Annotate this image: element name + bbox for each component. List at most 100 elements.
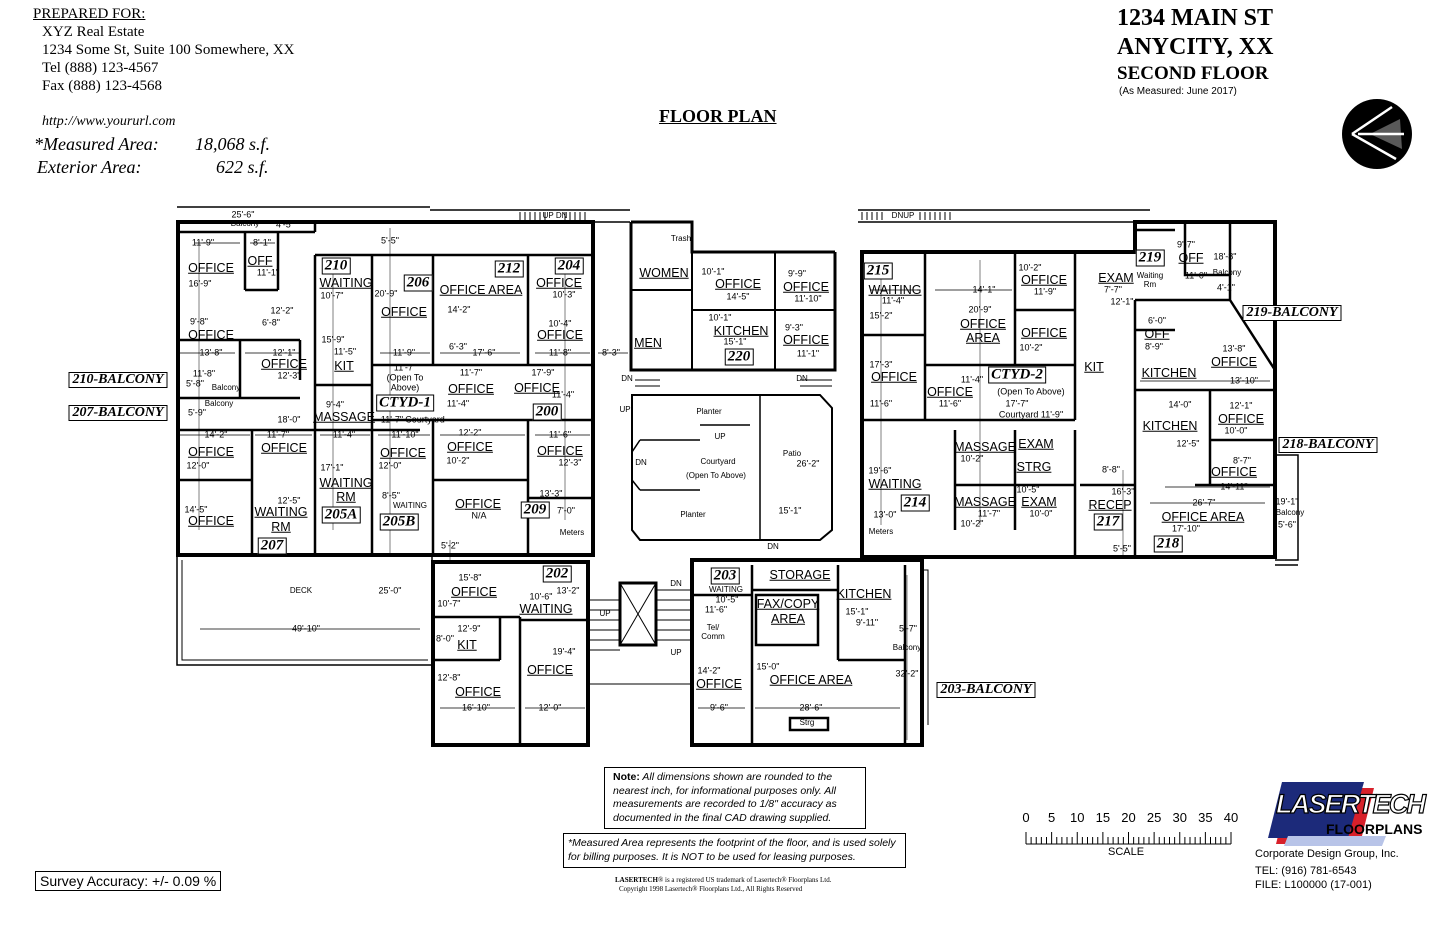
room-label: WAITING: [868, 476, 922, 491]
dimension-label: 14'-11": [1220, 481, 1248, 492]
plan-note: Balcony: [230, 219, 260, 228]
room-label: KIT: [457, 637, 477, 652]
dimension-label: 10'-2": [1018, 262, 1042, 273]
plan-note: (Open To Above): [686, 471, 746, 480]
dimension-label: 15'-1": [723, 336, 747, 347]
plan-note: Balcony: [204, 399, 234, 408]
dimension-label: 11'-7": [266, 429, 290, 440]
dimension-label: N/A: [471, 510, 487, 521]
room-label: OFFICE: [1021, 272, 1067, 287]
dimension-label: 12'-1": [1229, 400, 1253, 411]
balcony-label: 203-BALCONY: [936, 682, 1036, 698]
room-label: WAITING: [519, 601, 573, 616]
dimension-label: 12'-9": [457, 623, 481, 634]
plan-note: UP DN: [542, 211, 568, 220]
dimension-label: 12'-1": [1110, 296, 1134, 307]
plan-note: Balcony: [211, 383, 241, 392]
dimension-label: 9'-7": [1177, 239, 1195, 250]
company-name: Corporate Design Group, Inc.: [1255, 848, 1399, 860]
dimension-label: 17'-9": [531, 367, 555, 378]
survey-accuracy: Survey Accuracy: +/- 0.09 %: [35, 871, 222, 891]
room-label: OFFICE: [960, 316, 1006, 331]
dimension-label: 13'-0": [873, 509, 897, 520]
suite-number: CTYD-2: [988, 366, 1046, 384]
room-label: OFFICE: [188, 513, 234, 528]
dimension-label: 16'-10": [462, 702, 490, 713]
client-tel: Tel (888) 123-4567: [42, 60, 159, 76]
client-url[interactable]: http://www.yoururl.com: [42, 114, 176, 129]
dimension-label: 10'-2": [446, 455, 470, 466]
dimension-label: 11'-6": [938, 398, 962, 409]
room-label: WAITING: [319, 275, 373, 290]
dimension-label: (Open To Above): [997, 386, 1065, 397]
scale-tick-label: 15: [1095, 810, 1111, 825]
dimension-label: 11'-4": [881, 295, 905, 306]
plan-note: DN: [635, 458, 647, 467]
dimension-label: 11'-10": [391, 429, 419, 440]
measured-date: (As Measured: June 2017): [1119, 86, 1237, 97]
dimension-label: 10'-0": [1029, 508, 1053, 519]
dimension-label: 10'-7": [437, 598, 461, 609]
plan-note: DNUP: [891, 211, 915, 220]
dimension-label: 20'-9": [968, 304, 992, 315]
dimension-label: 8'-3": [602, 347, 620, 358]
dimension-label: 11'-5": [333, 346, 357, 357]
suite-number: 215: [863, 262, 893, 280]
room-label: OFFICE: [188, 327, 234, 342]
dimension-label: 13'-8": [199, 347, 223, 358]
balcony-label: 219-BALCONY: [1242, 305, 1342, 321]
exterior-area-label: Exterior Area:: [37, 157, 142, 177]
dimension-label: 12'-2": [270, 305, 294, 316]
room-label: RM: [336, 489, 356, 504]
suite-number: 206: [403, 274, 433, 292]
trademark-line: LASERTECH® is a registered US trademark …: [615, 876, 831, 884]
logo-text-lasertech: LASERTECH: [1276, 789, 1427, 819]
plan-note: UP: [619, 405, 631, 414]
room-label: KITCHEN: [1142, 418, 1198, 433]
dimension-label: 14'-2": [697, 665, 721, 676]
dimension-label: 11'-7": [393, 362, 417, 373]
dimension-label: 6'-3": [449, 341, 467, 352]
dimension-label: 6'-8": [262, 317, 280, 328]
dimension-label: 14'-2": [447, 304, 471, 315]
measured-area-value: 18,068 s.f.: [195, 134, 271, 154]
dimension-label: 10'-5": [1016, 484, 1040, 495]
lasertech-logo-icon: LASERTECH FLOORPLANS: [1268, 782, 1427, 846]
dimension-label: 17'-3": [869, 359, 893, 370]
dimension-label: (Open To: [386, 372, 424, 383]
dimension-label: 12'-2": [458, 427, 482, 438]
dimension-label: 5'-2": [441, 540, 459, 551]
dimension-label: 5'-5": [1113, 543, 1131, 554]
dimension-label: 16'-9": [188, 278, 212, 289]
note-label: Note:: [613, 771, 640, 783]
room-label: AREA: [770, 611, 806, 626]
room-label: MEN: [634, 335, 662, 350]
room-label: KIT: [334, 358, 354, 373]
dimension-label: 8'-9": [1145, 341, 1163, 352]
suite-number: 205A: [321, 506, 361, 524]
suite-number: 203: [710, 567, 740, 585]
dimension-label: Courtyard 11'-9": [998, 409, 1064, 420]
suite-number: 205B: [379, 513, 419, 531]
room-label: OFFICE: [696, 676, 742, 691]
dimension-label: 19'-1": [1275, 496, 1299, 507]
suite-number: 219: [1135, 249, 1165, 267]
room-label: OFFICE: [380, 445, 426, 460]
exterior-area-value: 622 s.f.: [216, 157, 269, 177]
dimension-label: 17'-10": [1172, 523, 1200, 534]
dimension-label: 10'-0": [1224, 425, 1248, 436]
dimension-label: 11'-1": [796, 348, 820, 359]
dimension-label: 15'-1": [845, 606, 869, 617]
dimension-label: 11'-4": [446, 398, 470, 409]
dimension-label: 12'-5": [277, 495, 301, 506]
room-label: OFFICE: [537, 327, 583, 342]
room-label: AREA: [965, 330, 1001, 345]
client-address: 1234 Some St, Suite 100 Somewhere, XX: [42, 42, 295, 58]
logo-text-floorplans: FLOORPLANS: [1326, 821, 1422, 837]
dimension-label: 10'-2": [960, 453, 984, 464]
dimension-label: 5'-8": [186, 378, 204, 389]
room-label: OFFICE: [188, 444, 234, 459]
room-label: OFF: [1144, 326, 1170, 341]
suite-number: 209: [520, 501, 550, 519]
